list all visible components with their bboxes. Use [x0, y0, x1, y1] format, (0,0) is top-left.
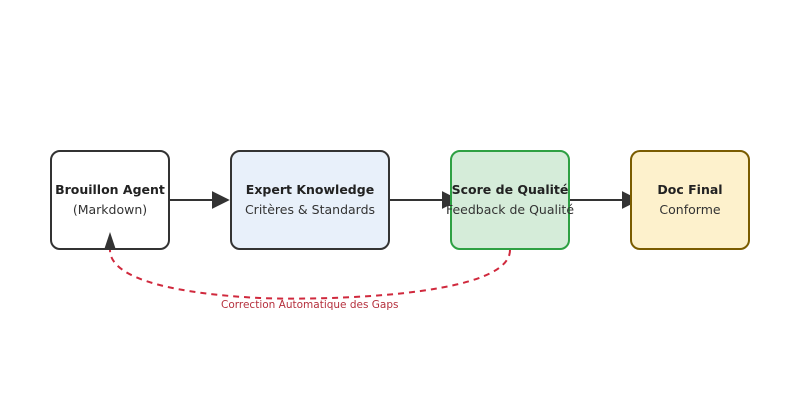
node-title: Score de Qualité [451, 182, 569, 197]
node-subtitle: (Markdown) [72, 202, 148, 217]
node-subtitle: Conforme [659, 202, 721, 217]
edge-score-to-draft-feedback [109, 249, 511, 300]
node-title: Expert Knowledge [245, 182, 375, 197]
node-title: Doc Final [657, 182, 723, 197]
node-title: Brouillon Agent [55, 182, 165, 197]
feedback-arrowhead-icon [104, 232, 116, 250]
node-expert-knowledge[interactable]: Expert Knowledge Critères & Standards [230, 150, 390, 250]
node-subtitle: Feedback de Qualité [445, 202, 575, 217]
node-doc-final[interactable]: Doc Final Conforme [630, 150, 750, 250]
node-subtitle: Critères & Standards [244, 202, 376, 217]
node-brouillon-agent[interactable]: Brouillon Agent (Markdown) [50, 150, 170, 250]
node-score-de-qualite[interactable]: Score de Qualité Feedback de Qualité [446, 150, 574, 250]
feedback-edge-label: Correction Automatique des Gaps [221, 299, 399, 311]
